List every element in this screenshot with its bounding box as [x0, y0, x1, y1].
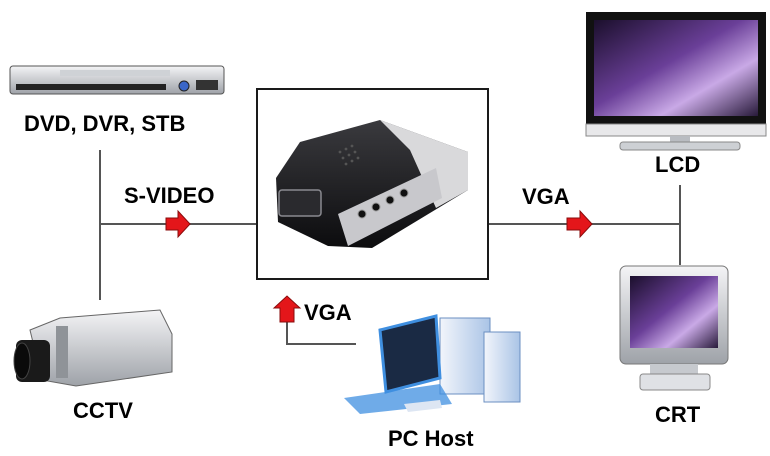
- svideo-arrow-icon: [165, 209, 191, 239]
- cctv-camera-image: [13, 309, 173, 387]
- vga-out-label: VGA: [522, 184, 570, 209]
- lcd-monitor-image: [585, 12, 767, 151]
- svideo-label: S-VIDEO: [124, 183, 215, 208]
- dvd-player-image: [9, 65, 225, 95]
- dvd-label: DVD, DVR, STB: [24, 111, 186, 136]
- crt-label: CRT: [655, 402, 701, 427]
- lcd-label: LCD: [655, 152, 701, 177]
- vga-converter-image: [276, 120, 468, 248]
- pc-host-image: [344, 314, 521, 414]
- pc-host-label: PC Host: [388, 426, 474, 451]
- vga-out-arrow-icon: [566, 209, 593, 239]
- cctv-label: CCTV: [73, 398, 133, 423]
- crt-monitor-image: [619, 265, 729, 391]
- vga-in-label: VGA: [304, 300, 352, 325]
- vga-in-arrow-icon: [272, 295, 302, 323]
